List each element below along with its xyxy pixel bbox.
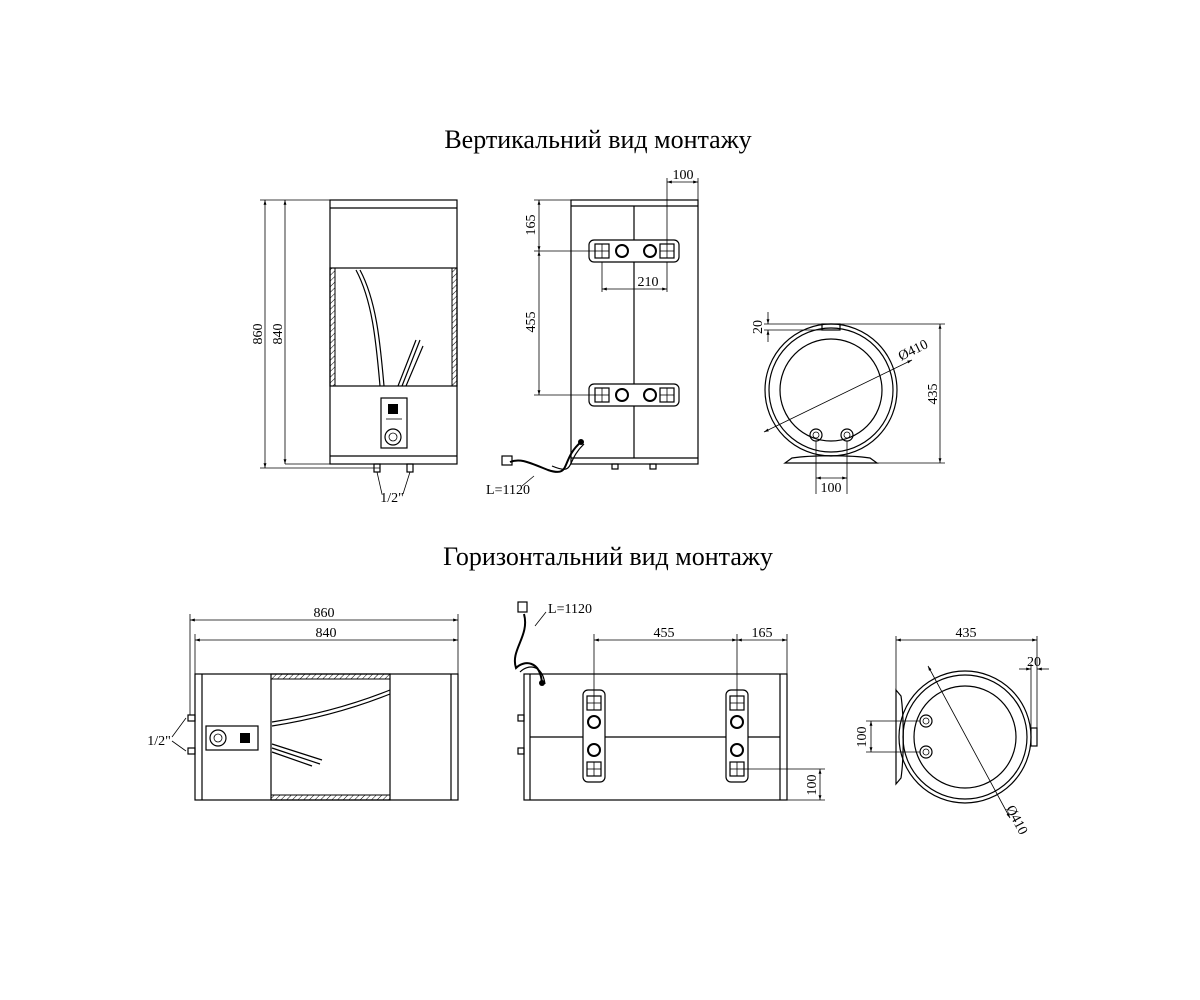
dim-v-100-top: 100	[673, 168, 694, 183]
dim-h-860: 860	[314, 606, 335, 621]
dim-v-455: 455	[524, 312, 539, 333]
vertical-title: Вертикальний вид монтажу	[444, 125, 751, 154]
horizontal-front-dimensions: 860 840 1/2"	[147, 606, 459, 752]
horizontal-side-dimensions: 435 20 100	[855, 626, 1049, 753]
dim-h-455: 455	[654, 626, 675, 641]
horizontal-front-view	[187, 673, 459, 801]
dim-v-half: 1/2"	[380, 491, 404, 506]
dim-h-d410: Ø410	[1002, 803, 1030, 838]
dim-h-165: 165	[752, 626, 773, 641]
vertical-side-dimensions: 20 435 100	[751, 312, 945, 496]
dim-h-half: 1/2"	[147, 734, 171, 749]
dim-v-210: 210	[638, 275, 659, 290]
dim-v-165: 165	[524, 215, 539, 236]
vertical-rear-dimensions: 100 165 455 210	[524, 168, 699, 396]
dim-h-cable: L=1120	[548, 602, 592, 617]
vertical-rear-view: L=1120	[486, 199, 699, 498]
dim-h-840: 840	[316, 626, 337, 641]
dim-h-20: 20	[1027, 655, 1041, 670]
vertical-front-dimensions: 860 840 1/2"	[251, 199, 411, 506]
dim-v-100-bot: 100	[821, 481, 842, 496]
horizontal-rear-dimensions: 455 165 100	[593, 626, 825, 801]
dim-v-840: 840	[271, 324, 286, 345]
dim-v-20: 20	[751, 320, 766, 334]
dim-h-100-left: 100	[855, 727, 870, 748]
dim-h-435: 435	[956, 626, 977, 641]
horizontal-rear-view	[513, 601, 788, 801]
dim-v-435: 435	[926, 384, 941, 405]
dim-v-860: 860	[251, 324, 266, 345]
horizontal-title: Горизонтальний вид монтажу	[443, 542, 773, 571]
dim-v-d410: Ø410	[896, 337, 931, 364]
vertical-front-view	[329, 199, 458, 473]
dim-v-cable: L=1120	[486, 483, 530, 498]
dim-h-100-right: 100	[805, 775, 820, 796]
